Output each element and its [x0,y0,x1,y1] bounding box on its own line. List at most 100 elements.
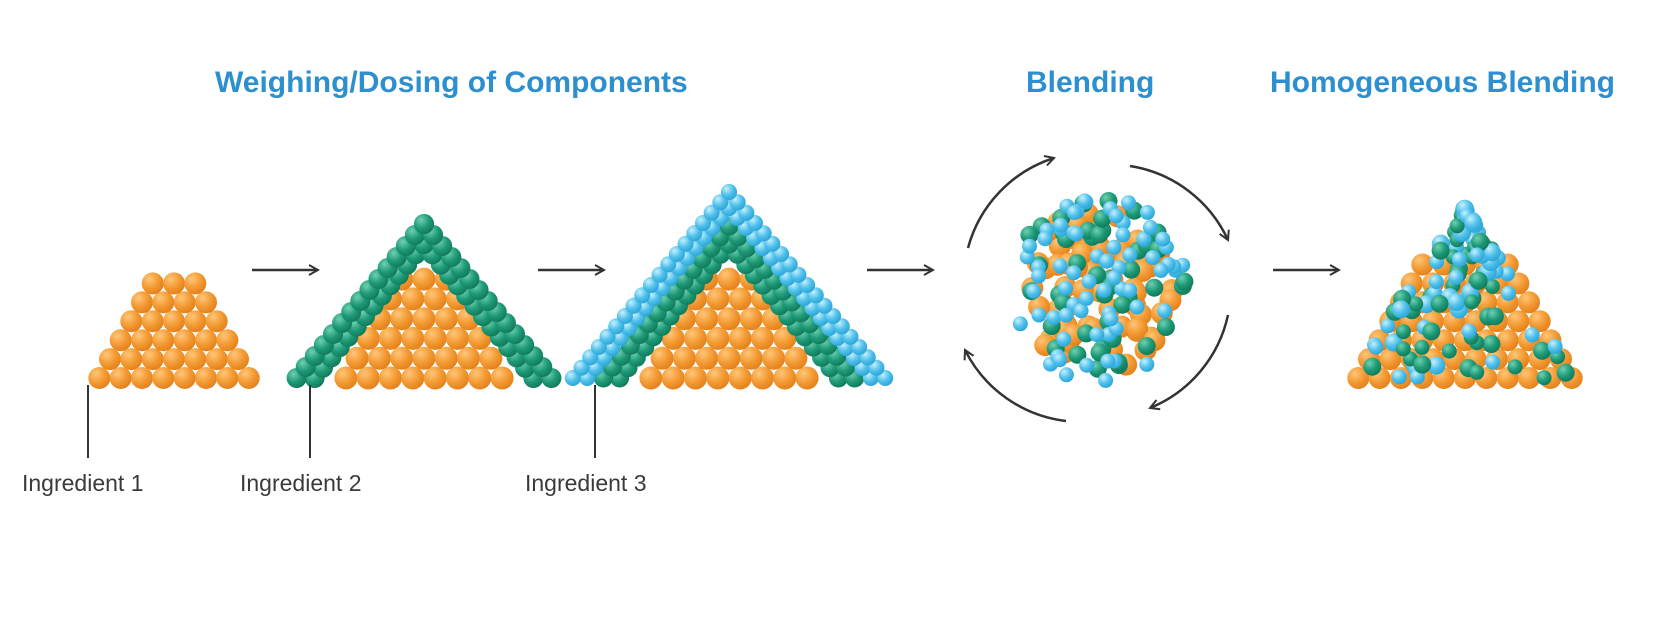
ingredient-1-particle [423,326,447,350]
ingredient-2-label: Ingredient 2 [240,470,362,496]
ingredient-3-particle [1417,295,1436,314]
ingredient-3-particle [1500,285,1516,301]
ingredient-2-particle [1395,324,1411,340]
ingredient-1-particle [205,310,228,333]
ingredient-1-particle [1528,310,1551,333]
ingredient-1-particle [184,310,207,333]
ingredient-1-particle [131,367,153,389]
ingredient-1-particle [195,291,217,314]
ingredient-1-particle [695,346,719,370]
ingredient-1-particle [412,267,436,291]
ingredient-2-particle [1145,278,1164,297]
ingredient-1-particle [728,366,752,390]
ingredient-3-particle [1022,238,1037,254]
ingredient-2-particle [1449,218,1465,234]
ingredient-3-particle [1447,293,1466,312]
ingredient-1-particle [423,366,447,390]
ingredient-3-particle [1058,367,1074,383]
ingredient-1-particle [163,348,185,371]
ingredient-3-particle [1031,307,1047,323]
ingredient-3-pile [564,184,894,390]
ingredient-2-particle [1363,357,1382,376]
ingredient-2-particle [1469,271,1488,290]
ingredient-1-particle [446,366,469,390]
ingredient-1-particle [684,366,707,390]
ingredient-3-particle [1427,356,1446,375]
ingredient-3-particle [1129,299,1145,315]
ingredient-1-particle [88,367,111,389]
ingredient-3-particle [1157,303,1173,319]
ingredient-1-particle [423,287,447,311]
ingredient-1-particle [434,346,458,370]
ingredient-2-particle [1507,359,1523,375]
ingredient-3-particle [1046,309,1062,325]
ingredient-1-particle [717,346,741,370]
ingredient-1-particle [109,367,132,389]
ingredient-1-particle [390,307,414,331]
ingredient-3-particle [1031,268,1047,284]
ingredient-3-particle [1464,213,1483,232]
ingredient-2-particle [414,214,434,234]
ingredient-2-particle [1175,272,1194,291]
ingredient-1-particle [216,367,239,389]
ingredient-1-particle [379,326,402,350]
ingredient-2-particle [1414,339,1430,355]
ingredient-2-particle [1020,225,1039,244]
ingredient-2-particle [1471,232,1489,251]
ingredient-3-particle [1391,369,1407,385]
ingredient-2-particle [1485,307,1504,326]
ingredient-2-particle [1422,322,1441,341]
ingredient-3-particle [1108,208,1124,224]
ingredient-3-particle [1153,263,1169,278]
ingredient-1-particle [784,346,808,370]
ingredient-3-particle [1066,265,1082,281]
ingredient-1-particle [706,366,730,390]
ingredient-3-particle [1103,311,1119,327]
heading-weighing-dosing: Weighing/Dosing of Components [215,66,688,99]
ingredient-3-particle [1106,270,1122,286]
ingredient-3-particle [1098,372,1114,388]
heading-blending: Blending [1026,66,1155,99]
ingredient-1-particle [468,366,492,390]
ingredient-3-particle [1012,316,1028,332]
ingredient-1-particle [650,346,674,370]
ingredient-1-particle [237,367,260,389]
ingredient-3-particle [1073,303,1089,319]
ingredient-1-particle [401,326,425,350]
ingredient-3-particle [1380,318,1396,334]
ingredient-1-particle [684,326,707,350]
ingredient-3-particle [1524,327,1540,343]
ingredient-1-particle [434,307,458,331]
ingredient-1-particle [1379,348,1402,371]
ingredient-3-particle [1106,239,1122,255]
ingredient-1-particle [412,307,436,331]
ingredient-3-particle [1392,300,1410,319]
ingredient-1-particle [141,348,164,371]
ingredient-1-particle [1126,317,1149,340]
ingredient-2-particle [1113,295,1132,314]
ingredient-3-particle [1068,226,1084,242]
ingredient-1-particle [1496,329,1519,352]
ingredient-1-particle [195,329,217,352]
ingredient-2-particle [1484,279,1500,294]
ingredient-1-particle [706,326,730,350]
ingredient-1-particle [184,348,207,371]
ingredient-2-particle [1395,341,1411,357]
heading-homogeneous-blending: Homogeneous Blending [1270,66,1615,99]
ingredient-1-particle [173,367,196,389]
ingredient-1-particle [1347,367,1370,389]
ingredient-1-particle [1507,310,1530,333]
ingredient-1-particle [695,307,719,331]
ingredient-1-particle [412,346,436,370]
ingredient-2-particle [1413,355,1432,374]
ingredient-1-particle [717,267,741,291]
ingredient-3-particle [1079,357,1095,373]
ingredient-1-particle [773,366,797,390]
ingredient-1-particle [131,291,153,314]
ingredient-2-particle [1556,363,1575,382]
ingredient-1-particle [401,287,425,311]
ingredient-1-particle [739,307,763,331]
ingredient-3-particle [1448,269,1464,285]
ingredient-1-particle [379,366,402,390]
